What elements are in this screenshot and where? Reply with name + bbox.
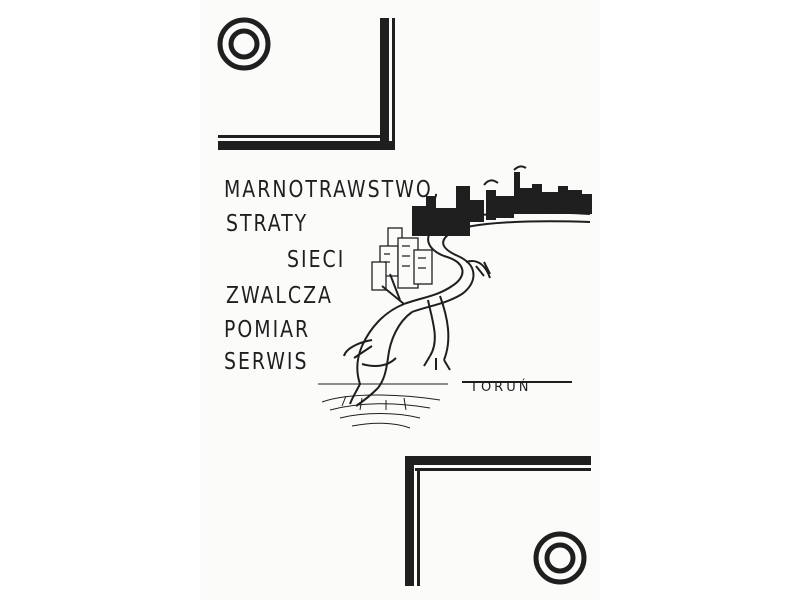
city-buildings xyxy=(371,227,433,291)
corner-bracket-top xyxy=(218,18,395,150)
dragon-illustration xyxy=(343,211,591,407)
water-ripples xyxy=(318,383,448,429)
ring-icon-bottom xyxy=(533,531,587,585)
corner-bracket-bottom xyxy=(405,456,591,586)
ring-icon-top xyxy=(217,17,271,71)
